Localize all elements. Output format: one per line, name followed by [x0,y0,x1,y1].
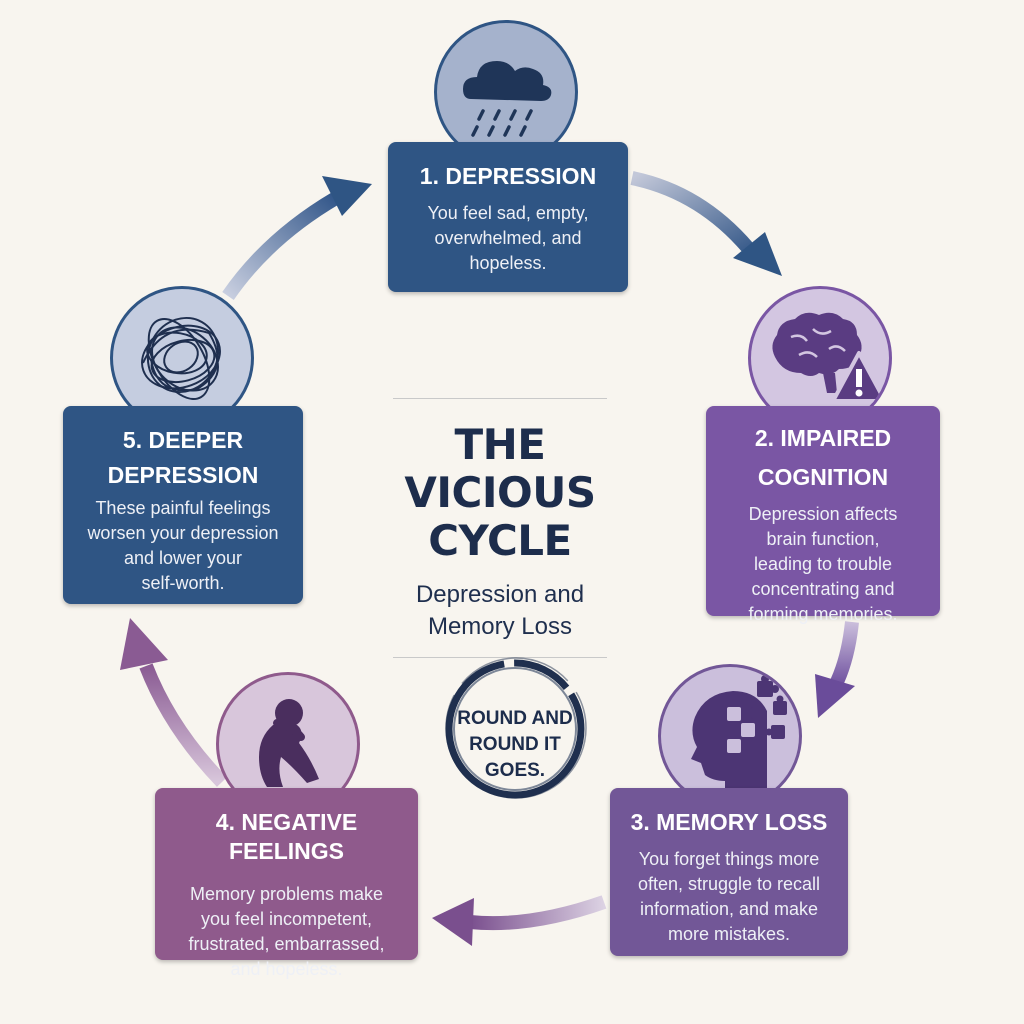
arrow-1-to-2 [630,171,782,276]
subtitle-line: Memory Loss [427,613,573,640]
step-description-line: You forget things more [638,849,820,869]
step-title: 3. MEMORY LOSS [630,809,828,835]
step-title: 1. DEPRESSION [419,163,597,189]
step-card-deeper-depression: 5. DEEPER DEPRESSION These painful feeli… [63,406,303,604]
step-description-line: overwhelmed, and [434,228,582,248]
badge-line: GOES. [484,760,546,781]
step-description-line: leading to trouble [753,554,893,574]
main-title: THE VICIOUS CYCLE [392,421,608,565]
subtitle-line: Depression and [415,581,585,608]
step-title: COGNITION [757,464,889,490]
arrow-3-to-4 [432,895,607,946]
subtitle: Depression and Memory Loss [392,579,608,643]
step-description-line: and lower your [123,548,243,568]
step-description-line: concentrating and [751,579,895,599]
step-description-line: often, struggle to recall [637,874,821,894]
center-title-block: THE VICIOUS CYCLE Depression and Memory … [392,398,608,658]
step-description-line: information, and make [639,899,819,919]
divider-top [393,398,607,399]
step-description-line: worsen your depression [87,523,279,543]
badge-line: ROUND IT [469,734,561,755]
badge-text: ROUND AND ROUND IT GOES. [440,706,590,784]
rain-cloud-icon [434,20,578,164]
step-title: 5. DEEPER [122,427,244,453]
step-description-line: and hopeless. [230,959,343,979]
step-description-line: hopeless. [469,253,547,273]
step-title: 4. NEGATIVE FEELINGS [215,809,358,864]
step-title: 2. IMPAIRED [754,425,892,451]
brush-circle-icon [445,657,587,799]
step-card-memory-loss: 3. MEMORY LOSS You forget things more of… [610,788,848,956]
step-description-line: you feel incompetent, [200,909,373,929]
divider-bottom [393,657,607,658]
main-title-line: THE VICIOUS [404,420,596,517]
badge-line: ROUND AND [457,708,573,729]
main-title-line: CYCLE [428,516,572,565]
step-description-line: You feel sad, empty, [427,203,589,223]
step-description-line: frustrated, embarrassed, [188,934,385,954]
step-description-line: more mistakes. [667,924,791,944]
step-card-negative-feelings: 4. NEGATIVE FEELINGS Memory problems mak… [155,788,418,979]
step-card-depression: 1. DEPRESSION You feel sad, empty, overw… [388,142,628,292]
arrow-4-to-5 [120,618,228,787]
round-and-round-badge: ROUND AND ROUND IT GOES. [440,654,590,804]
step-description-line: Memory problems make [189,884,384,904]
head-puzzle-icon [658,664,802,808]
arrow-2-to-3 [815,621,859,718]
step-description-line: brain function, [766,529,880,549]
step-description-line: These painful feelings [95,498,271,518]
arrow-5-to-1 [222,176,372,300]
step-description-line: forming memories. [748,604,898,624]
step-card-impaired-cognition: 2. IMPAIRED COGNITION Depression affects… [706,406,940,624]
step-title: DEPRESSION [107,462,259,488]
step-description-line: Depression affects [748,504,898,524]
step-description-line: self-worth. [141,573,225,593]
